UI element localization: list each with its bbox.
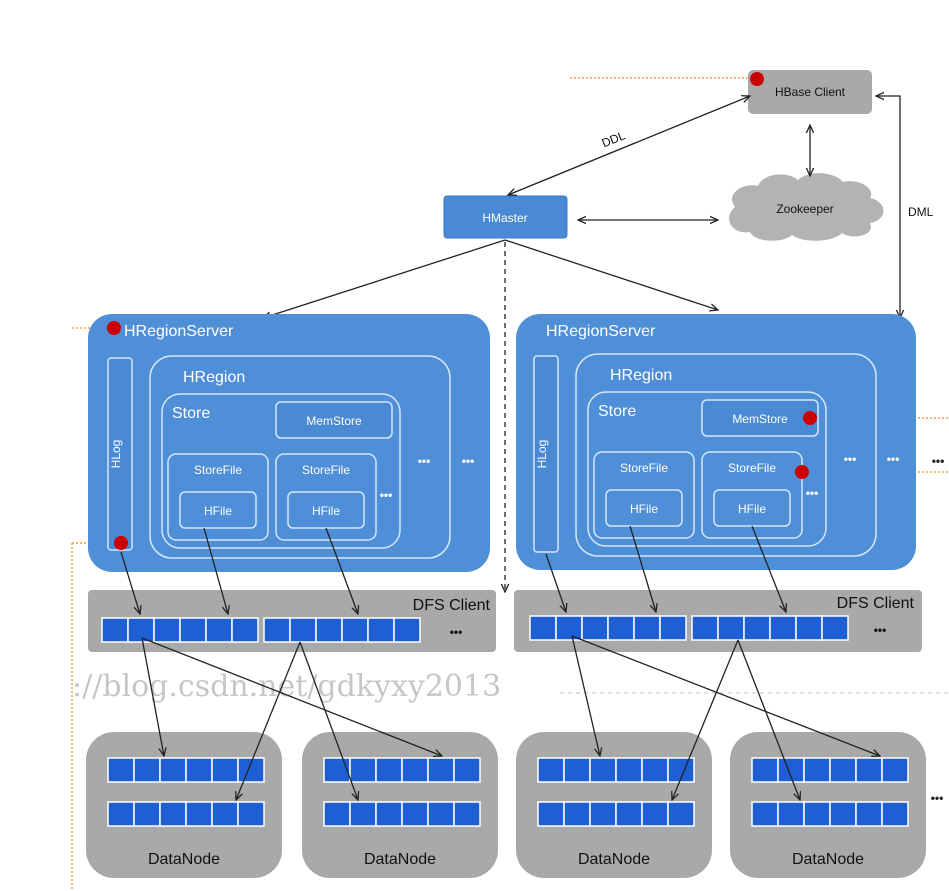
region-server-2-label: HRegionServer [546,323,656,340]
store-2-ellipsis: ••• [806,486,819,500]
hlog-2-label: HLog [535,440,549,469]
dfs1-to-dn1b-arrow [236,641,301,800]
datanode-4-blocks [751,757,909,827]
top-connectors [263,96,900,592]
hregion-1 [149,355,451,559]
hregion-2-label: HRegion [610,367,672,384]
server-2-ellipsis: ••• [887,452,900,466]
store-2 [587,391,827,547]
storefile-1b [275,453,377,541]
dfs1-to-dn1-arrow [141,637,164,756]
storefile-1b-label: StoreFile [302,463,350,477]
dfs-client-1: DFS Client ••• [88,590,496,652]
datanode-ellipsis: ••• [931,791,944,805]
hlog-2 [533,355,559,553]
master-server2-arrow [504,239,718,310]
memstore-2 [701,399,819,437]
dfs-client-2: DFS Client ••• [514,590,922,652]
hregion-2 [575,353,877,557]
client-red-dot [750,72,764,86]
server-1-red-dot [107,321,121,335]
dfs-client-2-ellipsis: ••• [874,623,887,637]
dfs-client-1-ellipsis: ••• [450,625,463,639]
region-1-ellipsis: ••• [418,454,431,468]
hmaster-label: HMaster [482,211,527,225]
ddl-arrow [508,96,750,195]
hlog-1-red-dot [114,536,128,550]
store-2-label: Store [598,403,636,420]
hbase-client-label: HBase Client [775,85,846,99]
memstore-1 [275,401,393,439]
hfile1a-to-dfs-arrow [203,527,228,614]
data-flow-arrows [120,525,880,800]
datanode-1-label: DataNode [148,851,220,868]
hlog2-to-dfs-arrow [545,553,566,612]
ddl-label: DDL [600,128,628,150]
hfile-2a-label: HFile [630,502,658,516]
hmaster: HMaster [443,195,568,239]
hfile1b-to-dfs-arrow [325,527,358,614]
hlog1-to-dfs-arrow [120,551,140,614]
dfs-client-2-blocks [529,615,849,641]
datanode-3: DataNode [516,732,712,878]
datanode-4: DataNode [730,732,926,878]
datanode-1: DataNode [86,732,282,878]
dfs2-to-dn4b-arrow [737,639,800,800]
dml-label: DML [908,205,934,219]
hlog-1 [107,357,133,551]
dfs1-to-dn2b-arrow [299,641,358,800]
storefile-2b-label: StoreFile [728,461,776,475]
hfile-1a-label: HFile [204,504,232,518]
memstore-2-red-dot [803,411,817,425]
store-1-label: Store [172,405,210,422]
storefile-2b [701,451,803,539]
memstore-1-label: MemStore [306,414,362,428]
storefile-2-red-dot [795,465,809,479]
hfile2b-to-dfs-arrow [751,525,786,612]
dfs2-to-dn3-arrow [571,635,600,756]
storefile-2a-label: StoreFile [620,461,668,475]
outside-server-ellipsis: ••• [932,454,945,468]
datanode-2: DataNode [302,732,498,878]
region-server-1: HRegionServer HLog HRegion Store MemStor… [88,314,490,572]
dfs2-to-dn3b-arrow [672,639,739,800]
datanode-4-label: DataNode [792,851,864,868]
datanode-3-label: DataNode [578,851,650,868]
datanode-1-blocks [107,757,265,827]
hlog-1-label: HLog [109,440,123,469]
hregion-1-label: HRegion [183,369,245,386]
store-1 [161,393,401,549]
hfile-2a [605,489,683,527]
region-server-1-label: HRegionServer [124,323,234,340]
memstore-2-label: MemStore [732,412,788,426]
zookeeper-label: Zookeeper [776,202,833,216]
hfile2a-to-dfs-arrow [629,525,656,612]
store-1-ellipsis: ••• [380,488,393,502]
hfile-1a [179,491,257,529]
datanode-2-blocks [323,757,481,827]
dfs-client-1-label: DFS Client [413,597,491,614]
region-2-ellipsis: ••• [844,452,857,466]
master-server1-arrow [263,239,506,318]
dfs1-to-dn2-arrow [141,637,442,756]
dml-arrow [876,96,900,318]
dfs2-to-dn4-arrow [571,635,880,756]
storefile-1a-label: StoreFile [194,463,242,477]
hbase-client: HBase Client [748,70,872,114]
dfs-client-1-blocks [101,617,421,643]
storefile-1a [167,453,269,541]
hfile-2b-label: HFile [738,502,766,516]
datanode-2-label: DataNode [364,851,436,868]
hfile-1b-label: HFile [312,504,340,518]
server-1-ellipsis: ••• [462,454,475,468]
zookeeper-cloud: Zookeeper [729,173,884,241]
dfs-client-2-label: DFS Client [837,595,915,612]
storefile-2a [593,451,695,539]
region-server-2: HRegionServer HLog HRegion Store MemStor… [516,314,916,570]
